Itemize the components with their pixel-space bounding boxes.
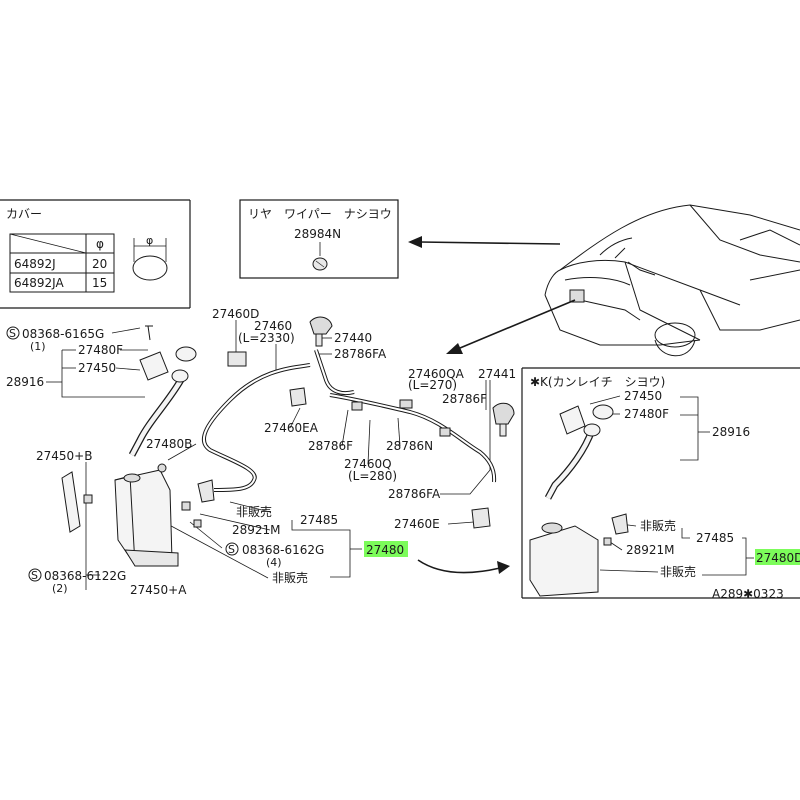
cover-title: カバー (6, 207, 42, 221)
main-labels: S 08368-6165G (1) 27480F 27450 28916 274… (6, 307, 516, 597)
part-label-length: (L=280) (348, 469, 397, 483)
part-label-length: (L=2330) (238, 331, 295, 345)
svg-text:S: S (9, 327, 16, 340)
part-label-28786f: 28786F (308, 439, 353, 453)
cover-row-part: 64892J (14, 257, 56, 271)
not-for-sale-label: 非販売 (660, 564, 696, 579)
part-label-27460: 27460 (254, 319, 292, 333)
cover-box: カバー φ 64892J 20 64892JA 15 φ (0, 199, 191, 309)
bolt-label: 08368-6122G (44, 569, 126, 583)
bolt-qty: (4) (266, 556, 282, 569)
rear-box-part: 28984N (294, 227, 341, 241)
part-label-28921m: 28921M (626, 543, 675, 557)
cold-tank-assembly (529, 404, 629, 597)
leader-lines (46, 320, 491, 590)
part-label-27450: 27450 (78, 361, 116, 375)
cover-row-part: 64892JA (14, 276, 65, 290)
cap-dim-label: φ (146, 234, 153, 247)
part-label-27485: 27485 (300, 513, 338, 527)
car-illustration (544, 204, 800, 357)
cover-col-symbol: φ (96, 237, 104, 251)
cold-region-box: ✱K(カンレイチ シヨウ) 27450 27480F 28916 非販売 274… (521, 367, 800, 599)
bolt-qty: (2) (52, 582, 68, 595)
rear-box-title: リヤ ワイパー ナシヨウ (248, 207, 392, 221)
part-label-27460qa: 27460QA (408, 367, 465, 381)
part-label-27460q: 27460Q (344, 457, 392, 471)
part-label-27485: 27485 (696, 531, 734, 545)
cap-shape: φ (132, 234, 168, 281)
part-label-28916: 28916 (712, 425, 750, 439)
part-label-28786fa: 28786FA (388, 487, 441, 501)
part-label-27450a: 27450+A (130, 583, 187, 597)
part-label-27480f: 27480F (78, 343, 123, 357)
pointer-arrows (408, 236, 576, 574)
bolt-qty: (1) (30, 340, 46, 353)
cover-row-value: 15 (92, 276, 107, 290)
part-label-28786f: 28786F (442, 392, 487, 406)
part-label-27450: 27450 (624, 389, 662, 403)
cold-box-title: ✱K(カンレイチ シヨウ) (530, 375, 665, 389)
not-for-sale-label: 非販売 (272, 570, 308, 585)
rear-wiper-box: リヤ ワイパー ナシヨウ 28984N (239, 199, 399, 279)
part-label-28916: 28916 (6, 375, 44, 389)
part-label-27460e: 27460E (394, 517, 440, 531)
part-label-27460ea: 27460EA (264, 421, 319, 435)
nozzle-cap-icon (312, 257, 328, 271)
part-label-27480-highlighted: 27480 (366, 543, 404, 557)
not-for-sale-label: 非販売 (236, 504, 272, 519)
part-label-28786n: 28786N (386, 439, 433, 453)
part-label-27460d: 27460D (212, 307, 259, 321)
bolt-label: 08368-6165G (22, 327, 104, 341)
part-label-27480b: 27480B (146, 437, 192, 451)
part-label-27450b: 27450+B (36, 449, 92, 463)
part-label-27480f: 27480F (624, 407, 669, 421)
diagram-code: A289✱0323 (712, 587, 784, 601)
svg-text:S: S (31, 569, 38, 582)
svg-text:S: S (228, 543, 235, 556)
not-for-sale-label: 非販売 (640, 518, 676, 533)
part-label-length: (L=270) (408, 378, 457, 392)
part-label-27480d-highlighted: 27480D (756, 551, 800, 565)
part-label-28921m: 28921M (232, 523, 281, 537)
cover-row-value: 20 (92, 257, 107, 271)
washer-tank-assembly (61, 316, 515, 567)
cold-leader-lines (589, 395, 754, 576)
part-label-27440: 27440 (334, 331, 372, 345)
bolt-label: 08368-6162G (242, 543, 324, 557)
part-label-27441: 27441 (478, 367, 516, 381)
part-label-28786fa: 28786FA (334, 347, 387, 361)
